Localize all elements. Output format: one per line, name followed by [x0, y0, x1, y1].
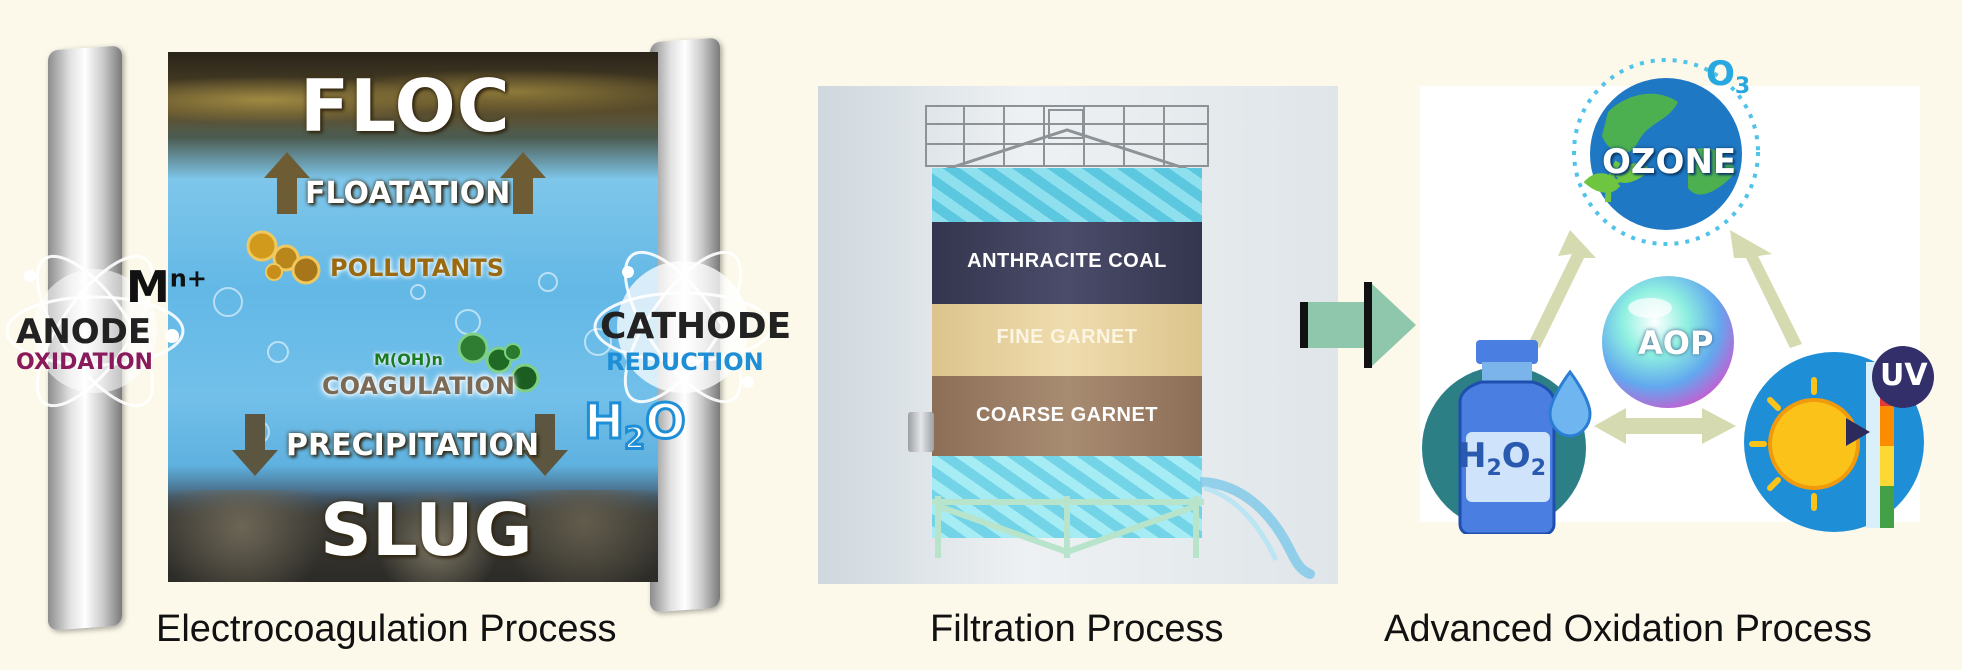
- metal-ion-label: Mn+: [126, 262, 207, 313]
- aop-bubble-icon: [1602, 276, 1734, 408]
- floatation-arrow-up-icon: [500, 152, 546, 214]
- moh-label: M(OH)n: [374, 350, 443, 369]
- electrocoagulation-tank: [168, 52, 658, 582]
- outlet-water-stream: [1200, 477, 1315, 579]
- pollutants-label: POLLUTANTS: [330, 254, 505, 282]
- precipitation-label: PRECIPITATION: [286, 428, 540, 463]
- electrocoagulation-caption: Electrocoagulation Process: [156, 608, 617, 650]
- flow-arrow-icon: [1300, 282, 1416, 368]
- o3-sub: 3: [1734, 73, 1751, 99]
- precipitation-arrow-down-icon: [232, 414, 278, 476]
- electrocoagulation-panel: FLOC FLOATATION POLLUTANTS M(OH)n COAGUL…: [0, 0, 791, 631]
- h2o2-sub2: 2: [1530, 455, 1546, 481]
- pollutant-particles: [246, 230, 321, 285]
- ozone-earth-icon: [1572, 58, 1760, 246]
- filtration-caption: Filtration Process: [930, 608, 1224, 650]
- floatation-arrow-up-icon: [264, 152, 310, 214]
- aop-label: AOP: [1638, 324, 1714, 362]
- coagulant-particles: [457, 332, 540, 393]
- fine-garnet-label: FINE GARNET: [996, 326, 1138, 348]
- fine-garnet-layer: FINE GARNET: [932, 304, 1202, 376]
- anode-atom-icon: [5, 254, 185, 408]
- uv-label: UV: [1880, 358, 1928, 393]
- filter-railing: [925, 105, 1209, 172]
- floc-label: FLOC: [300, 64, 511, 148]
- water-sub: 2: [623, 420, 647, 458]
- coarse-garnet-label: COARSE GARNET: [975, 404, 1159, 426]
- o3-o: O: [1706, 54, 1735, 94]
- h2o2-sub1: 2: [1486, 455, 1502, 481]
- inlet-nozzle: [908, 412, 934, 452]
- anode-label: ANODE: [16, 312, 152, 352]
- slug-label: SLUG: [320, 488, 533, 572]
- reduction-label: REDUCTION: [606, 348, 764, 376]
- o3-formula: O3: [1706, 54, 1750, 99]
- anthracite-label: ANTHRACITE COAL: [967, 250, 1167, 272]
- metal-ion-charge: n+: [169, 264, 207, 293]
- metal-ion-symbol: M: [126, 262, 170, 313]
- filter-tank: ANTHRACITE COAL FINE GARNET COARSE GARNE…: [932, 168, 1202, 538]
- h2o2-bottle-icon: [1422, 340, 1592, 534]
- sludge-layer: [168, 490, 658, 582]
- coarse-garnet-layer: COARSE GARNET: [932, 376, 1202, 456]
- anthracite-layer: ANTHRACITE COAL: [932, 222, 1202, 304]
- water-formula: H2O: [582, 393, 688, 459]
- h2o2-h: H: [1458, 436, 1487, 476]
- cathode-label: CATHODE: [600, 306, 792, 347]
- water-h: H: [582, 393, 625, 452]
- h2o2-o: O: [1501, 436, 1531, 476]
- oxidation-label: OXIDATION: [16, 350, 153, 375]
- water-o: O: [644, 393, 688, 452]
- uv-badge-icon: [1872, 346, 1934, 408]
- coagulation-label: COAGULATION: [322, 372, 515, 400]
- water-layer-top: [932, 168, 1202, 222]
- uv-sun-icon: [1744, 352, 1924, 532]
- ozone-label: OZONE: [1602, 142, 1737, 182]
- aop-caption: Advanced Oxidation Process: [1384, 608, 1872, 650]
- floc-layer: [168, 52, 658, 132]
- h2o2-formula: H2O2: [1458, 436, 1546, 481]
- precipitation-arrow-down-icon: [522, 414, 568, 476]
- filter-stand: [932, 496, 1204, 558]
- floatation-label: FLOATATION: [305, 176, 511, 211]
- cathode-atom-icon: [593, 250, 773, 404]
- aop-cycle-arrows: [1528, 230, 1802, 444]
